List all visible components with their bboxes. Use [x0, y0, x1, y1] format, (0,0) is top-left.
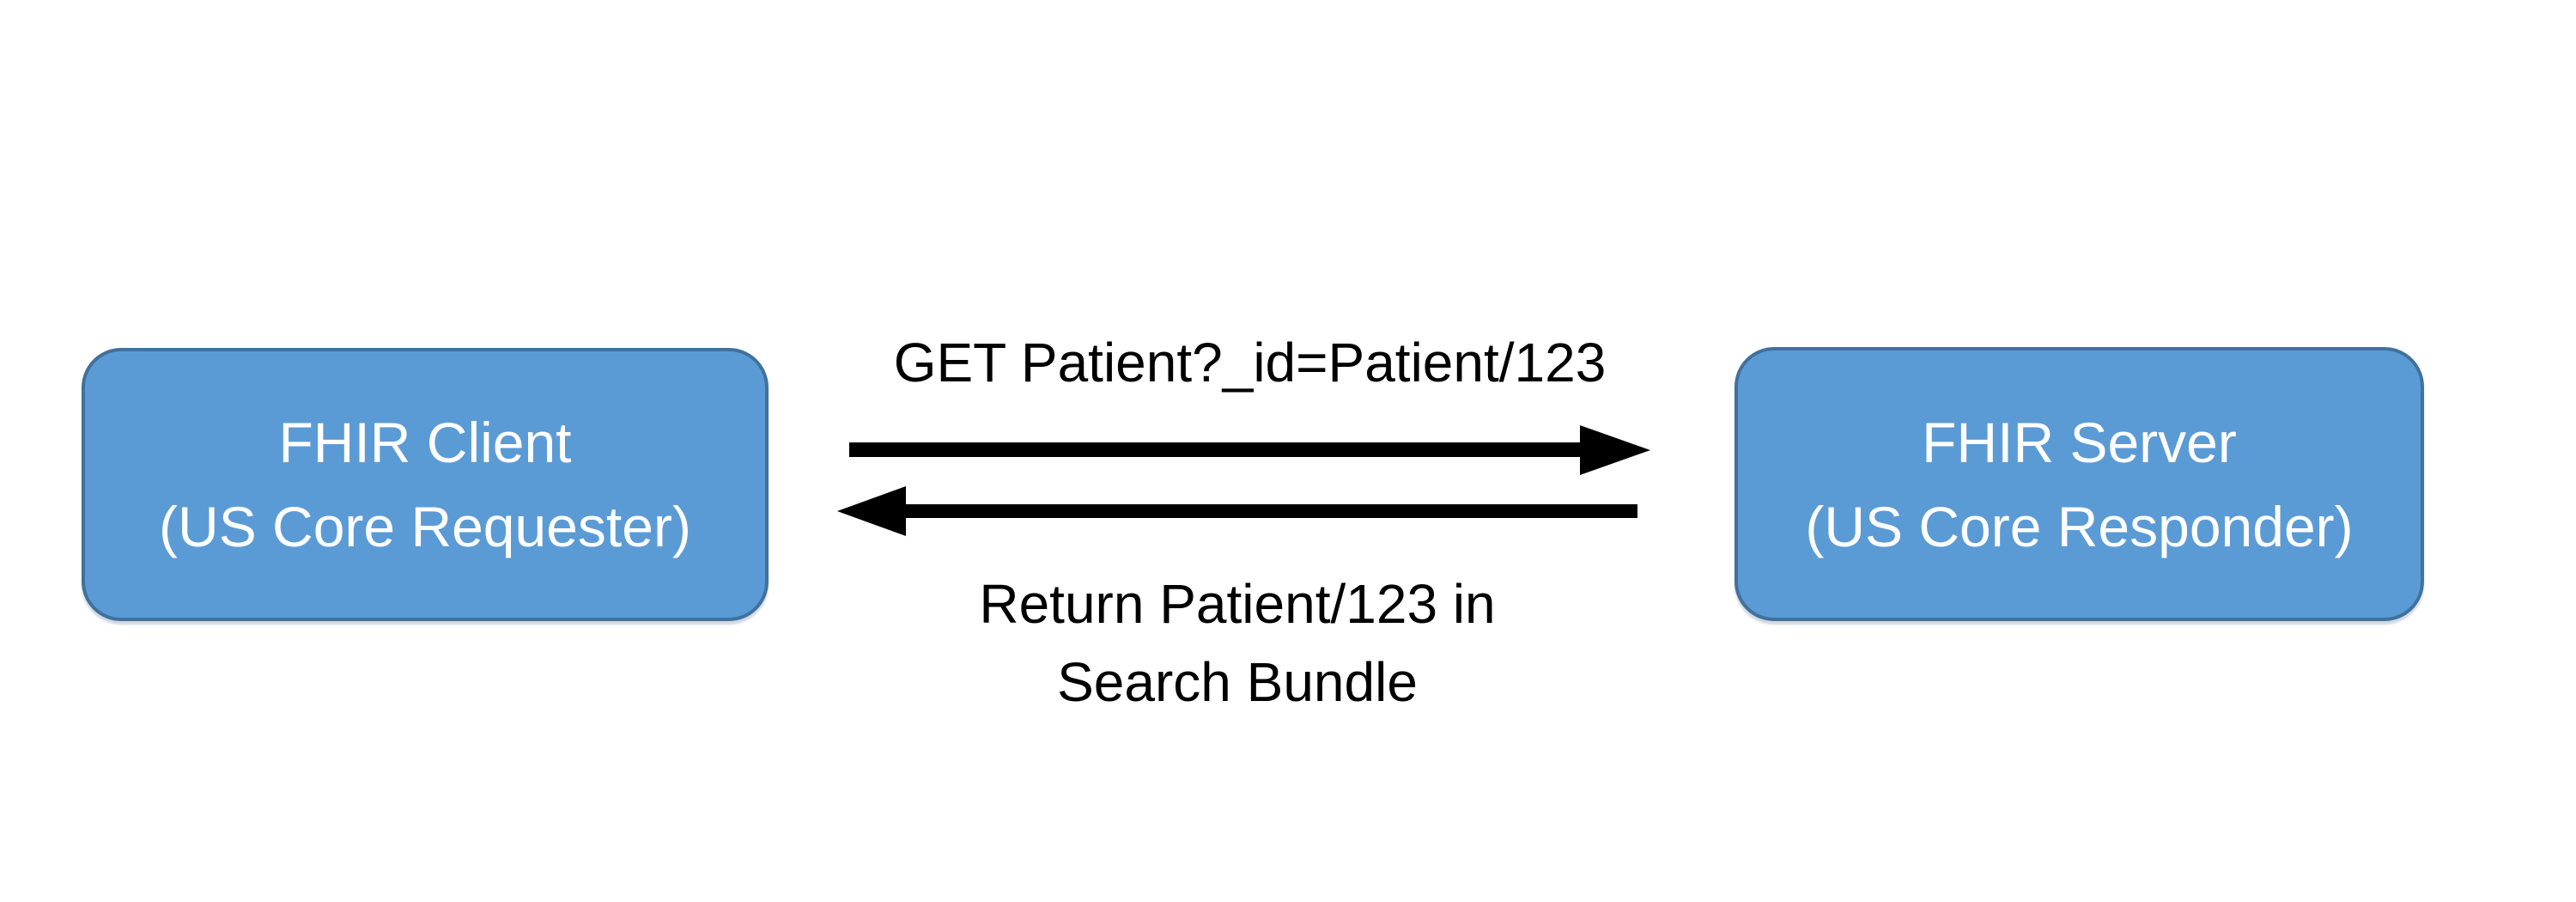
arrow-right-icon [1580, 425, 1650, 475]
client-node-subtitle: (US Core Requester) [159, 495, 691, 558]
client-node: FHIR Client (US Core Requester) [82, 348, 769, 621]
server-node-subtitle: (US Core Responder) [1805, 494, 2354, 558]
response-arrow-shaft [904, 504, 1637, 518]
response-label-line2: Search Bundle [1057, 651, 1418, 713]
arrow-left-icon [837, 486, 906, 536]
client-node-title: FHIR Client [278, 411, 572, 474]
request-arrow-shaft [849, 442, 1584, 457]
response-label-line1: Return Patient/123 in [979, 573, 1496, 635]
response-label: Return Patient/123 in Search Bundle [837, 565, 1637, 722]
server-node-title: FHIR Server [1922, 410, 2237, 474]
request-label: GET Patient?_id=Patient/123 [893, 332, 1607, 393]
server-node: FHIR Server (US Core Responder) [1735, 347, 2424, 621]
